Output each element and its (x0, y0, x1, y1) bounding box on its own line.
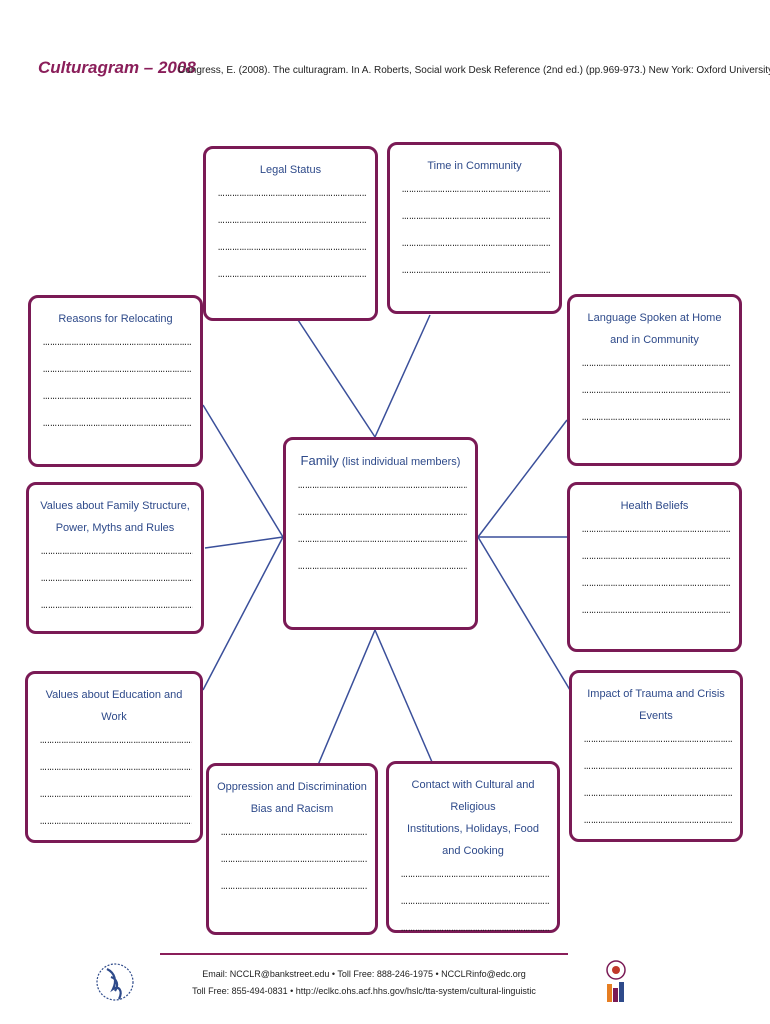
values-education-line-2[interactable]: ………………………………………………………………… (40, 762, 192, 774)
time-in-community-box: Time in Community …………………………………………………………… (387, 142, 562, 314)
time-in-community-title: Time in Community (427, 160, 522, 172)
trauma-line-2[interactable]: ………………………………………………………………… (584, 761, 732, 773)
footer-line-1: Email: NCCLR@bankstreet.edu • Toll Free:… (202, 969, 526, 979)
language-line-1[interactable]: ………………………………………………………………… (582, 358, 731, 370)
family-box: Family (list individual members) …………………… (283, 437, 478, 630)
time-in-community-line-2[interactable]: ………………………………………………………………… (402, 211, 551, 223)
national-center-logo-icon (605, 958, 680, 1008)
trauma-line-3[interactable]: ………………………………………………………………… (584, 788, 732, 800)
legal-status-line-4[interactable]: ………………………………………………………………… (218, 269, 367, 281)
family-subtitle: (list individual members) (341, 456, 461, 468)
reasons-for-relocating-title: Reasons for Relocating (58, 313, 173, 325)
page-title: Culturagram – 2008 (38, 58, 196, 77)
health-beliefs-title: Health Beliefs (620, 500, 689, 512)
contact-line-1[interactable]: ………………………………………………………………… (401, 869, 549, 881)
family-line-3[interactable]: ………………………………………………………………… (298, 534, 467, 546)
legal-status-line-3[interactable]: ………………………………………………………………… (218, 242, 367, 254)
language-spoken-box: Language Spoken at Home and in Community… (567, 294, 742, 466)
legal-status-box: Legal Status ………………………………………………………………… …… (203, 146, 378, 321)
oppression-line-2[interactable]: ………………………………………………………………… (221, 854, 367, 866)
health-beliefs-box: Health Beliefs …………………………………………………………………… (567, 482, 742, 652)
impact-of-trauma-box: Impact of Trauma and Crisis Events ……………… (569, 670, 743, 842)
family-label: Family (300, 453, 339, 468)
values-family-title-2: Power, Myths and Rules (55, 522, 175, 534)
family-line-1[interactable]: ………………………………………………………………… (298, 480, 467, 492)
time-in-community-line-1[interactable]: ………………………………………………………………… (402, 184, 551, 196)
values-education-line-3[interactable]: ………………………………………………………………… (40, 789, 192, 801)
family-line-4[interactable]: ………………………………………………………………… (298, 561, 467, 573)
reasons-line-1[interactable]: ………………………………………………………………… (43, 337, 192, 349)
values-family-structure-box: Values about Family Structure, Power, My… (26, 482, 204, 634)
health-line-4[interactable]: ………………………………………………………………… (582, 605, 731, 617)
oppression-line-3[interactable]: ………………………………………………………………… (221, 881, 367, 893)
oppression-title-1: Oppression and Discrimination (217, 781, 367, 793)
trauma-line-1[interactable]: ………………………………………………………………… (584, 734, 732, 746)
connector-values-education (202, 536, 284, 691)
time-in-community-line-3[interactable]: ………………………………………………………………… (402, 238, 551, 250)
language-spoken-title-1: Language Spoken at Home (587, 312, 722, 324)
connector-oppression (317, 629, 376, 766)
contact-line-2[interactable]: ………………………………………………………………… (401, 896, 549, 908)
connector-language (477, 419, 568, 538)
values-education-line-4[interactable]: ………………………………………………………………… (40, 816, 192, 828)
values-family-line-1[interactable]: ………………………………………………………………… (41, 546, 193, 558)
language-spoken-title-2: and in Community (610, 334, 699, 346)
language-line-2[interactable]: ………………………………………………………………… (582, 385, 731, 397)
time-in-community-line-4[interactable]: ………………………………………………………………… (402, 265, 551, 277)
trauma-line-4[interactable]: ………………………………………………………………… (584, 815, 732, 827)
reasons-line-2[interactable]: ………………………………………………………………… (43, 364, 192, 376)
reasons-line-4[interactable]: ………………………………………………………………… (43, 418, 192, 430)
values-family-line-2[interactable]: ………………………………………………………………… (41, 573, 193, 585)
family-line-2[interactable]: ………………………………………………………………… (298, 507, 467, 519)
reasons-for-relocating-box: Reasons for Relocating ……………………………………………… (28, 295, 203, 467)
family-title: Family (list individual members) (294, 450, 467, 473)
citation: Congress, E. (2008). The culturagram. In… (178, 65, 770, 76)
impact-of-trauma-title: Impact of Trauma and Crisis Events (587, 688, 725, 722)
health-line-1[interactable]: ………………………………………………………………… (582, 524, 731, 536)
connector-values-family (204, 536, 284, 549)
footer-divider (160, 953, 568, 955)
oppression-discrimination-box: Oppression and Discrimination Bias and R… (206, 763, 378, 935)
contact-title-2: Institutions, Holidays, Food and Cooking (406, 823, 540, 857)
connector-trauma (477, 536, 571, 691)
hhs-eagle-logo-icon (95, 955, 135, 1010)
oppression-line-1[interactable]: ………………………………………………………………… (221, 827, 367, 839)
values-family-title-1: Values about Family Structure, (40, 500, 190, 512)
connector-reasons (202, 404, 284, 538)
legal-status-title: Legal Status (259, 164, 322, 176)
values-education-line-1[interactable]: ………………………………………………………………… (40, 735, 192, 747)
values-education-title: Values about Education and Work (45, 689, 183, 723)
health-line-3[interactable]: ………………………………………………………………… (582, 578, 731, 590)
connector-legal (297, 319, 376, 438)
legal-status-line-1[interactable]: ………………………………………………………………… (218, 188, 367, 200)
footer-contact: Email: NCCLR@bankstreet.edu • Toll Free:… (160, 966, 568, 1000)
contact-line-3[interactable]: ………………………………………………………………… (401, 923, 549, 935)
contact-title-1: Contact with Cultural and Religious (411, 779, 535, 813)
connector-time (374, 314, 431, 438)
legal-status-line-2[interactable]: ………………………………………………………………… (218, 215, 367, 227)
connector-contact (374, 629, 433, 763)
values-education-box: Values about Education and Work ……………………… (25, 671, 203, 843)
contact-cultural-religious-box: Contact with Cultural and Religious Inst… (386, 761, 560, 935)
footer-line-2: Toll Free: 855-494-0831 • http://eclkc.o… (192, 986, 536, 996)
oppression-title-2: Bias and Racism (250, 803, 334, 815)
values-family-line-3[interactable]: ………………………………………………………………… (41, 600, 193, 612)
language-line-3[interactable]: ………………………………………………………………… (582, 412, 731, 424)
reasons-line-3[interactable]: ………………………………………………………………… (43, 391, 192, 403)
health-line-2[interactable]: ………………………………………………………………… (582, 551, 731, 563)
